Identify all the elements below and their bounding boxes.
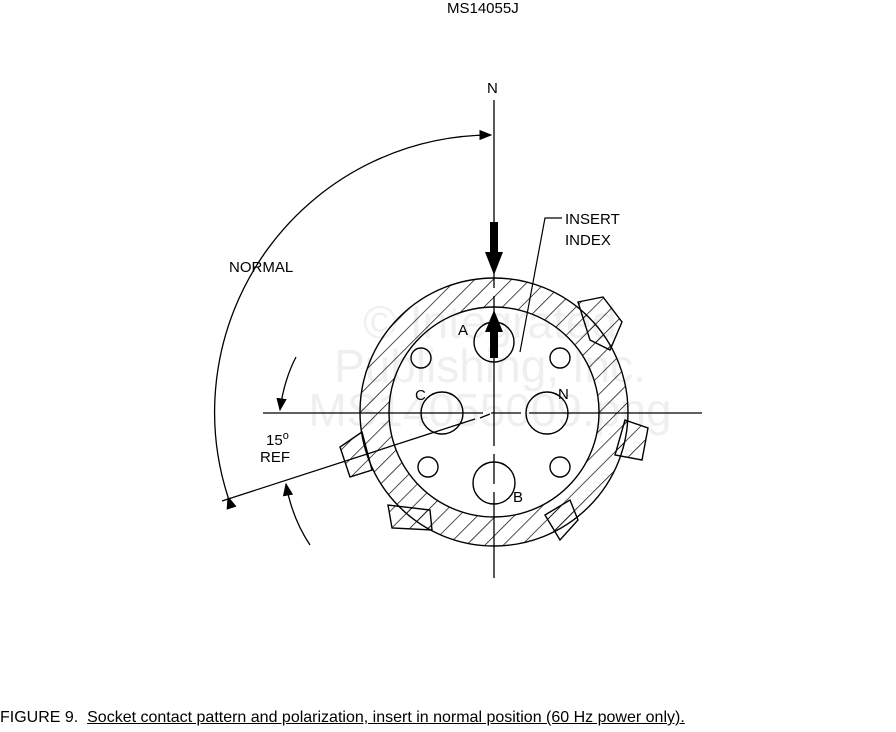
contact-label-c: C	[415, 387, 426, 404]
north-label: N	[487, 80, 498, 97]
angle-value: 15	[266, 432, 283, 449]
small-contact	[549, 347, 571, 369]
index-arrow-down	[485, 222, 503, 275]
angle-arrow-top	[276, 356, 297, 412]
contact-label-a: A	[458, 322, 469, 339]
watermark-line: MS14055009.png	[308, 384, 672, 436]
watermark: © Integrated Publishing, Inc. MS14055009…	[190, 296, 790, 436]
index-label: INDEX	[565, 232, 611, 249]
small-contact	[417, 456, 439, 478]
figure-number: FIGURE 9.	[0, 709, 79, 726]
caption-text: Socket contact pattern and polarization,…	[87, 709, 685, 726]
contact-label-n: N	[558, 386, 569, 403]
angle-label: 15o	[266, 430, 289, 449]
normal-angle-arc	[214, 129, 493, 510]
insert-index-label: INSERT INDEX	[565, 209, 620, 251]
watermark-line: Publishing, Inc.	[334, 340, 646, 392]
small-contact	[549, 456, 571, 478]
figure-caption: FIGURE 9. Socket contact pattern and pol…	[0, 709, 685, 727]
insert-label: INSERT	[565, 211, 620, 228]
watermark-line: © Integrated	[363, 296, 617, 348]
degree-symbol: o	[282, 430, 289, 442]
angle-arrow-bottom	[282, 482, 311, 546]
normal-label: NORMAL	[229, 259, 294, 276]
contact-label-b: B	[513, 489, 524, 506]
document-id: MS14055J	[447, 0, 519, 17]
ref-label: REF	[260, 449, 290, 466]
insert-index-leader	[519, 217, 562, 353]
